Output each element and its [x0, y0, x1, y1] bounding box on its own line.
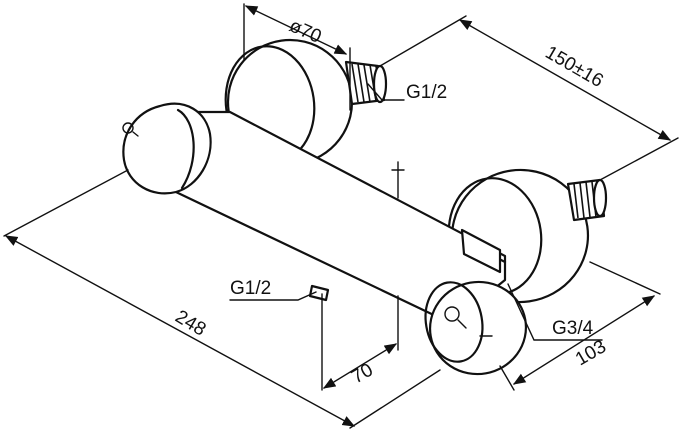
right-inlet-thread	[566, 178, 608, 222]
overall-length-label: 248	[171, 306, 209, 340]
shower-outlet-thread-label: G3/4	[552, 318, 594, 339]
callout-bottom-outlet-thread: G1/2	[229, 278, 317, 301]
top-inlet-thread-label: G1/2	[406, 82, 447, 103]
projection-depth-label: 103	[572, 336, 610, 370]
left-control-knob	[122, 102, 212, 195]
outlet-offset-label: 70	[348, 360, 377, 389]
callout-top-inlet-thread: G1/2	[367, 82, 447, 103]
bottom-outlet-thread-label: G1/2	[230, 278, 271, 299]
center-axis-mark	[391, 161, 405, 199]
dimension-outlet-offset: 70	[321, 293, 399, 391]
